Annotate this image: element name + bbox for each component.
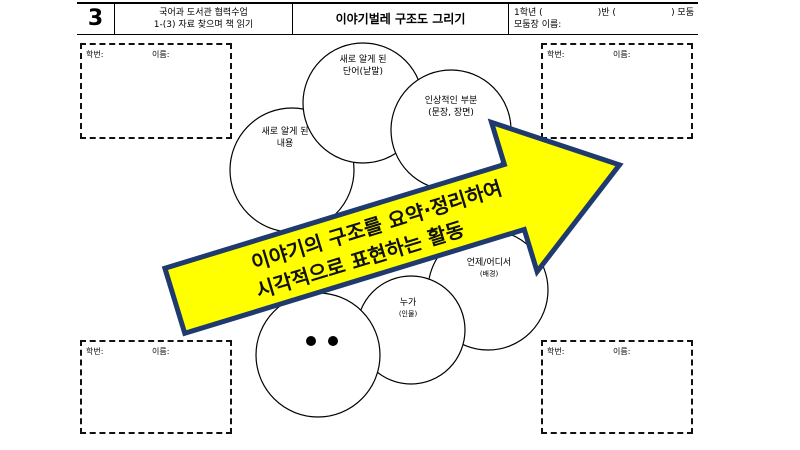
content-label-1: 새로 알게 된 (261, 125, 308, 137)
content-label-2: 내용 (277, 138, 294, 149)
class-label: 1학년 ( (514, 8, 543, 18)
class-mid: )반 ( (597, 8, 616, 18)
words-label-2: 단어(낱말) (343, 65, 383, 77)
student-info: 1학년 ( )반 ( ) 모둠 모둠장 이름: (509, 4, 698, 34)
student-box-bottom-left: 학번: 이름: (80, 340, 232, 434)
student-box-top-right: 학번: 이름: (541, 43, 693, 139)
student-id-label: 학번: (86, 50, 104, 59)
lesson-number: 3 (77, 4, 115, 34)
student-id-label: 학번: (547, 50, 565, 59)
words-label-1: 새로 알게 된 (339, 53, 386, 65)
student-id-label: 학번: (86, 347, 104, 356)
worm-eye-right (328, 336, 338, 346)
who-label: 누가 (400, 297, 417, 308)
name-label: 이름: (152, 50, 170, 59)
course-info: 국어과 도서관 협력수업 1-(3) 자료 찾으며 책 읽기 (115, 4, 293, 34)
course-line2: 1-(3) 자료 찾으며 책 읽기 (153, 20, 254, 30)
group-label: ) 모둠 (671, 8, 694, 18)
name-label: 이름: (152, 347, 170, 356)
arrow-shape (161, 118, 624, 337)
class-row: 1학년 ( )반 ( ) 모둠 (514, 7, 698, 19)
course-line1: 국어과 도서관 협력수업 (159, 8, 248, 18)
worm-eye-left (306, 336, 316, 346)
name-label: 이름: (613, 347, 631, 356)
who-sub: (인물) (399, 309, 418, 318)
impressive-label-1: 인상적인 부분 (425, 94, 478, 106)
worksheet-header: 3 국어과 도서관 협력수업 1-(3) 자료 찾으며 책 읽기 이야기벌레 구… (77, 2, 698, 35)
student-id-label: 학번: (547, 347, 565, 356)
circle-head (255, 292, 381, 418)
name-label: 이름: (613, 50, 631, 59)
when-where-label: 언제/어디서 (467, 256, 511, 268)
student-box-bottom-right: 학번: 이름: (541, 340, 693, 434)
impressive-label-2: (문장, 장면) (428, 107, 474, 118)
leader-label: 모둠장 이름: (514, 20, 562, 30)
worksheet-title: 이야기벌레 구조도 그리기 (293, 4, 509, 34)
student-box-top-left: 학번: 이름: (80, 43, 232, 139)
when-where-sub: (배경) (480, 269, 499, 278)
